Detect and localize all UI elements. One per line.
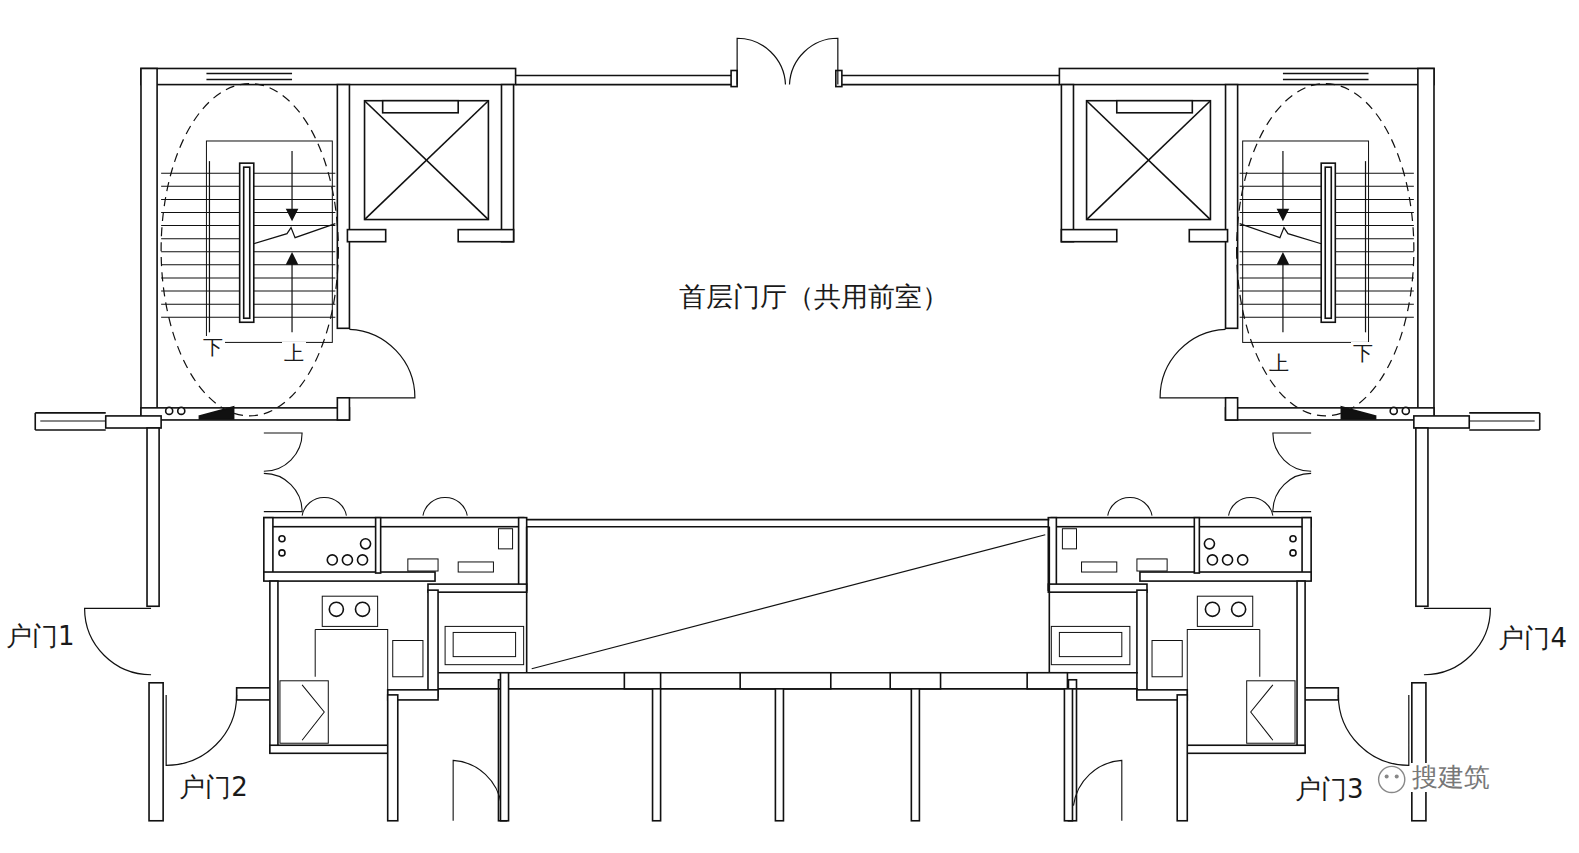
- door-label: 户门3: [1293, 775, 1366, 804]
- stair-direction: 下: [1351, 342, 1375, 364]
- door-label: 户门2: [177, 773, 250, 802]
- room-label: 首层门厅（共用前室）: [677, 282, 951, 312]
- door-label: 户门1: [4, 622, 77, 651]
- stair-direction: 上: [282, 342, 306, 364]
- watermark: 搜建筑: [1410, 763, 1492, 792]
- stair-direction: 上: [1267, 352, 1291, 374]
- door-label: 户门4: [1496, 624, 1569, 653]
- stair-direction: 下: [201, 336, 225, 358]
